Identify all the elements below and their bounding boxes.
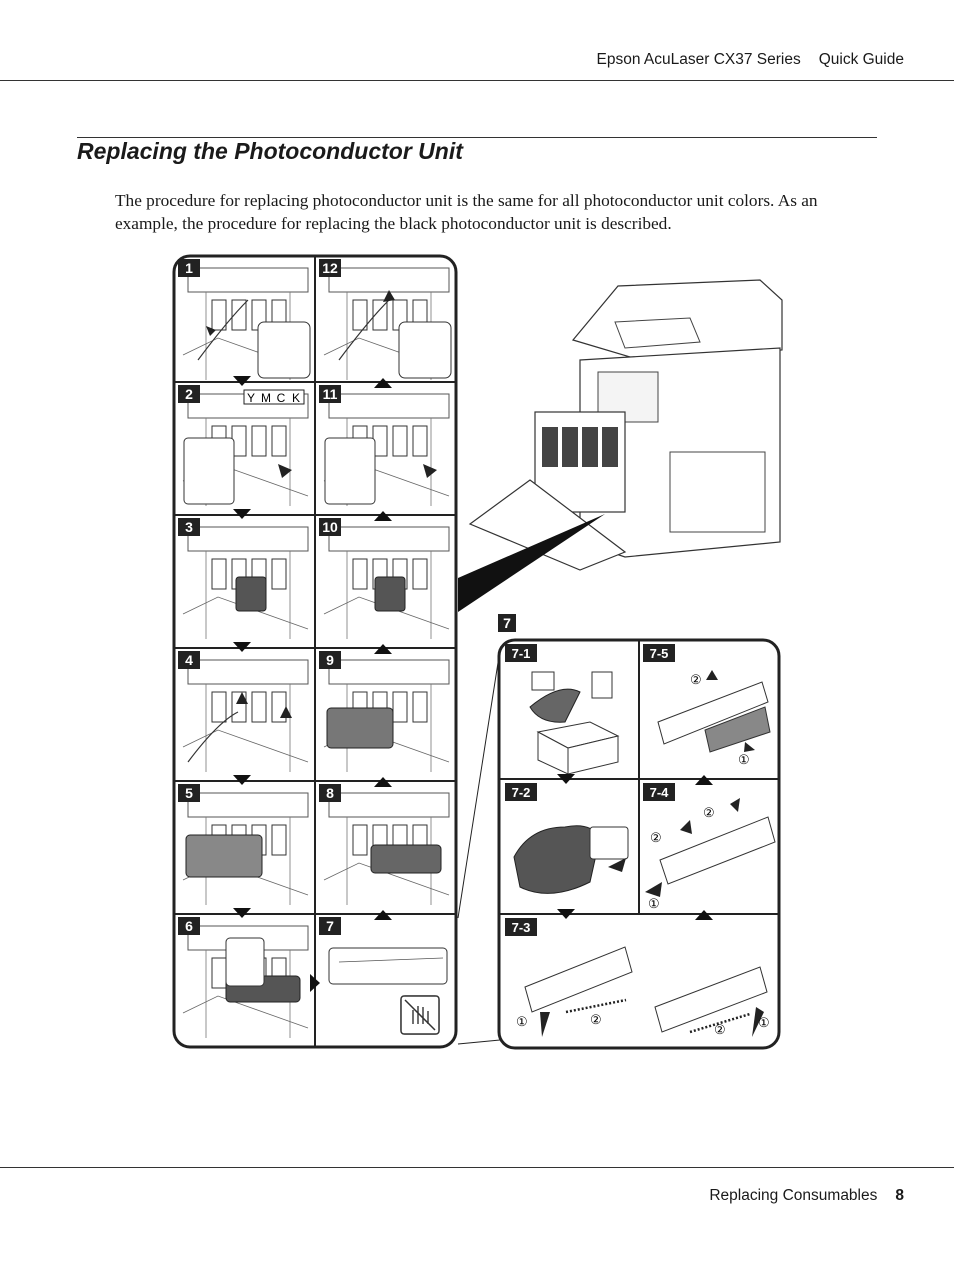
- circled-numbers: ② ① ② ② ① ① ② ② ①: [516, 672, 770, 1037]
- circled-two: ②: [590, 1012, 602, 1027]
- step-label: 3: [185, 519, 193, 535]
- circled-two: ②: [690, 672, 702, 687]
- header-guide: Quick Guide: [818, 51, 904, 68]
- procedure-figure: 1 12 2 11 3 10 4 9 5 8 6 7 Y M C K: [172, 254, 783, 1050]
- step-label: 5: [185, 785, 193, 801]
- substep-7-4-illustration: [645, 798, 776, 897]
- do-not-touch-icon: [400, 995, 440, 1035]
- header-product: Epson AcuLaser CX37 Series: [596, 51, 801, 68]
- substep-label: 7-5: [650, 646, 669, 661]
- color-label-m: M: [261, 391, 271, 405]
- printer-illustration: [468, 279, 783, 571]
- circled-two: ②: [703, 805, 715, 820]
- circled-one: ①: [648, 896, 660, 911]
- color-label-c: C: [277, 391, 286, 405]
- step-10-illustration: [323, 526, 450, 640]
- page-footer: Replacing Consumables 8: [709, 1187, 904, 1205]
- substep-7-3-illustration: [524, 946, 768, 1037]
- step-8-illustration: [323, 792, 450, 906]
- color-label-y: Y: [247, 391, 255, 405]
- substep-sequence-arrows: [557, 774, 713, 920]
- substep-label: 7-2: [512, 785, 531, 800]
- substep-label: 7-4: [650, 785, 670, 800]
- step-5-illustration: [182, 792, 309, 906]
- step-label: 1: [185, 260, 193, 276]
- title-divider: [77, 137, 877, 138]
- substep-group-label: 7: [503, 615, 511, 631]
- main-step-labels: 1 12 2 11 3 10 4 9 5 8 6 7: [178, 259, 341, 935]
- step-label: 4: [185, 652, 193, 668]
- footer-divider: [0, 1167, 954, 1168]
- substep-7-5-illustration: [657, 670, 771, 753]
- footer-section: Replacing Consumables: [709, 1187, 878, 1204]
- step-1-illustration: [182, 267, 311, 381]
- circled-two: ②: [650, 830, 662, 845]
- step-label: 6: [185, 918, 193, 934]
- circled-one: ①: [516, 1014, 528, 1029]
- step-12-illustration: [323, 267, 452, 381]
- circled-one: ①: [738, 752, 750, 767]
- color-labels: Y M C K: [243, 389, 305, 405]
- circled-two: ②: [714, 1022, 726, 1037]
- step-label: 9: [326, 652, 334, 668]
- substep-label: 7-3: [512, 920, 531, 935]
- substep-labels: 7-1 7-5 7-2 7-4 7-3: [505, 644, 675, 936]
- step-label: 8: [326, 785, 334, 801]
- step-6-illustration: [182, 925, 309, 1039]
- step-3-illustration: [182, 526, 309, 640]
- sequence-arrows: [233, 376, 392, 992]
- header-divider: [0, 80, 954, 81]
- step-11-illustration: [323, 393, 450, 507]
- step-2-illustration: [182, 393, 309, 507]
- step-9-illustration: [323, 659, 450, 773]
- step-label: 11: [323, 386, 338, 402]
- color-label-k: K: [292, 391, 300, 405]
- step-label: 12: [322, 260, 338, 276]
- section-title: Replacing the Photoconductor Unit: [77, 138, 463, 164]
- substep-label: 7-1: [512, 646, 531, 661]
- step-label: 7: [326, 918, 334, 934]
- step-label: 10: [322, 519, 338, 535]
- substep-7-2-illustration: [513, 825, 629, 894]
- callout-wedge: [458, 514, 605, 612]
- step-label: 2: [185, 386, 193, 402]
- page-number: 8: [895, 1187, 904, 1204]
- intro-paragraph: The procedure for replacing photoconduct…: [115, 191, 818, 233]
- substep-7-1-illustration: [529, 671, 620, 775]
- page-header: Epson AcuLaser CX37 Series Quick Guide: [597, 51, 905, 69]
- circled-one: ①: [758, 1015, 770, 1030]
- step-4-illustration: [182, 659, 309, 773]
